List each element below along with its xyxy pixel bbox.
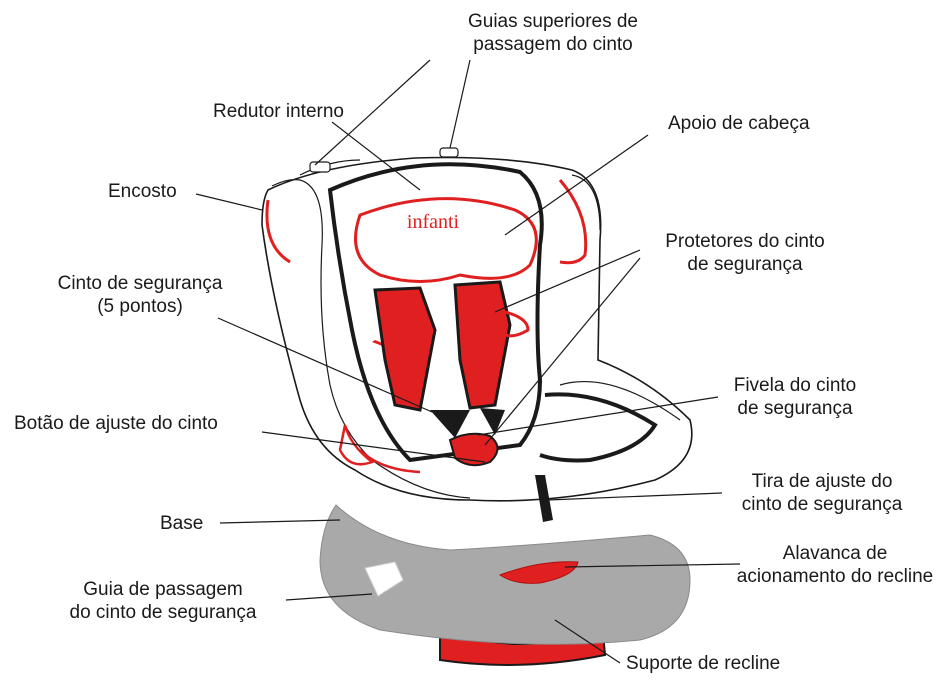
headrest: infanti (354, 197, 538, 283)
label-encosto: Encosto (108, 181, 177, 202)
leader-lines (195, 59, 741, 664)
label-cinto-5-pontos: Cinto de segurança(5 pontos) (57, 273, 223, 317)
belt-path-guide (364, 561, 404, 597)
recline-lever (498, 561, 579, 584)
harness (372, 280, 658, 522)
label-suporte-recline: Suporte de recline (626, 653, 781, 674)
belt-guide-right (439, 147, 459, 158)
label-redutor-interno: Redutor interno (213, 101, 344, 122)
label-botao-ajuste: Botão de ajuste do cinto (14, 413, 218, 434)
label-base: Base (160, 513, 204, 534)
seat-base (319, 504, 691, 645)
adjust-strap (535, 475, 553, 522)
brand-logo: infanti (407, 211, 460, 233)
belt-guide-left (309, 161, 331, 173)
label-apoio-cabeca: Apoio de cabeça (668, 113, 810, 134)
buckle (448, 432, 499, 467)
